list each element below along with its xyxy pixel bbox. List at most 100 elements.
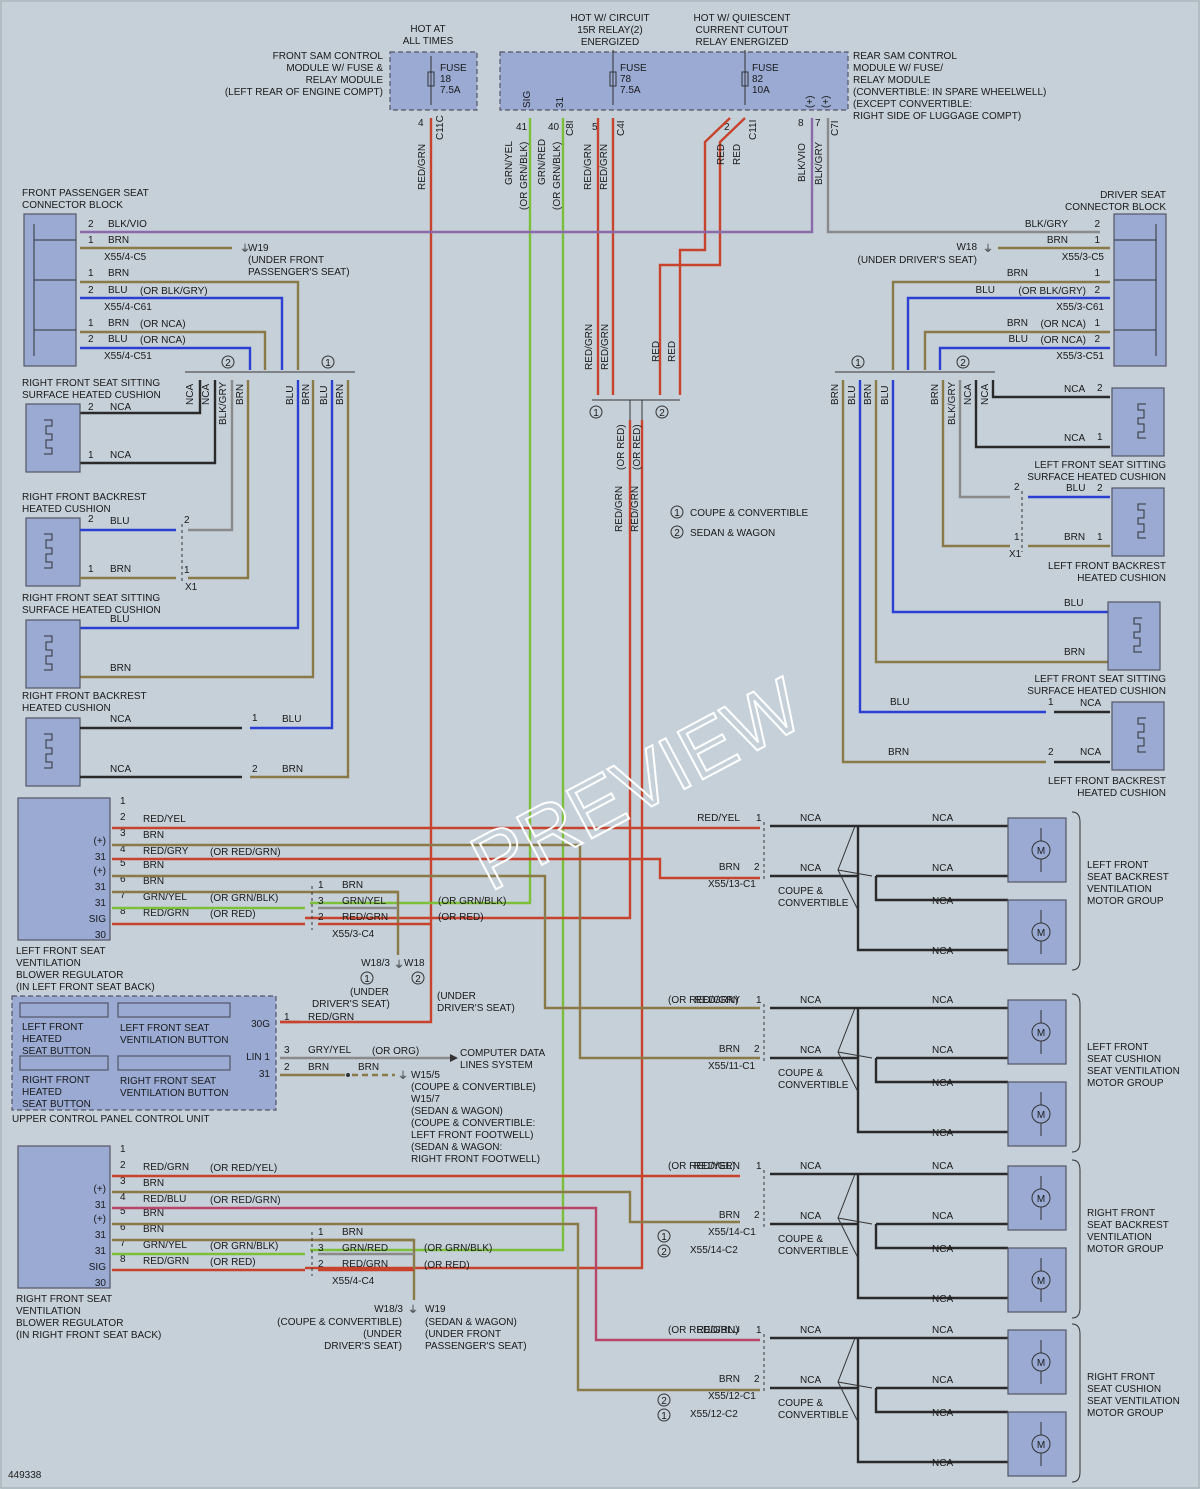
pin-function: (+) [94, 1184, 107, 1195]
svg-text:1: 1 [184, 565, 190, 576]
wire-nca: NCA [932, 995, 953, 1006]
svg-text:RED/GRN: RED/GRN [584, 324, 595, 370]
svg-text:2: 2 [252, 764, 258, 775]
svg-text:5: 5 [592, 122, 598, 133]
svg-text:2: 2 [415, 974, 421, 985]
svg-text:X55/4-C5: X55/4-C5 [104, 252, 147, 263]
svg-text:LINES SYSTEM: LINES SYSTEM [460, 1060, 533, 1071]
svg-text:BLU: BLU [108, 334, 127, 345]
motor-box [1007, 1081, 1067, 1147]
wire-nca: NCA [932, 1375, 953, 1386]
svg-text:2: 2 [1048, 747, 1054, 758]
motor-group-title: SEAT VENTILATION [1087, 1066, 1180, 1077]
svg-text:COUPE & CONVERTIBLE: COUPE & CONVERTIBLE [690, 508, 809, 519]
motor-group-title: SEAT BACKREST [1087, 872, 1169, 883]
wire-color: RED/GRN [143, 1256, 189, 1267]
motor-box [1007, 1165, 1067, 1231]
svg-text:(OR BLK/GRY): (OR BLK/GRY) [140, 286, 208, 297]
svg-text:LEFT FRONT FOOTWELL): LEFT FRONT FOOTWELL) [411, 1130, 533, 1141]
pin-number: 3 [120, 1176, 126, 1187]
wire-color: GRN/YEL [143, 892, 187, 903]
pin-number: 7 [120, 1238, 126, 1249]
svg-text:30G: 30G [251, 1019, 270, 1030]
svg-text:1: 1 [364, 974, 370, 985]
svg-text:(OR NCA): (OR NCA) [1040, 335, 1086, 346]
motor-box [1007, 999, 1067, 1065]
svg-text:BLU: BLU [110, 614, 129, 625]
svg-text:BLU: BLU [1066, 483, 1085, 494]
svg-text:RED/GRN: RED/GRN [614, 486, 625, 532]
svg-text:1: 1 [88, 564, 94, 575]
svg-text:15R RELAY(2): 15R RELAY(2) [577, 25, 642, 36]
svg-text:1: 1 [88, 318, 94, 329]
pin-number: 2 [754, 1044, 760, 1055]
svg-text:RIGHT FRONT SEAT SITTING: RIGHT FRONT SEAT SITTING [22, 378, 160, 389]
svg-text:1: 1 [284, 1012, 290, 1023]
svg-text:LEFT FRONT BACKREST: LEFT FRONT BACKREST [1048, 561, 1166, 572]
svg-text:(OR NCA): (OR NCA) [1040, 319, 1086, 330]
pin-function: 30 [95, 930, 107, 941]
svg-text:1: 1 [1014, 532, 1020, 543]
svg-text:BRN: BRN [301, 384, 312, 405]
pin-number: 3 [120, 828, 126, 839]
wire-nca: NCA [932, 1294, 953, 1305]
svg-text:FRONT SAM CONTROL: FRONT SAM CONTROL [273, 51, 384, 62]
motor-wire-alt: (OR RED/YEL) [668, 1161, 735, 1172]
svg-text:C8I: C8I [565, 120, 576, 136]
svg-text:8: 8 [798, 118, 804, 129]
svg-text:RED: RED [667, 341, 678, 362]
svg-text:BLK/GRY: BLK/GRY [814, 142, 825, 185]
svg-text:W19: W19 [425, 1304, 446, 1315]
svg-text:(OR GRN/BLK): (OR GRN/BLK) [438, 896, 506, 907]
motor-letter: M [1037, 1028, 1045, 1039]
pin-function: 31 [95, 1246, 107, 1257]
svg-text:RIGHT FRONT SEAT SITTING: RIGHT FRONT SEAT SITTING [22, 593, 160, 604]
svg-text:BRN: BRN [308, 1062, 329, 1073]
motor-group-title: SEAT VENTILATION [1087, 1396, 1180, 1407]
svg-text:HEATED: HEATED [22, 1087, 62, 1098]
svg-text:BLU: BLU [282, 714, 301, 725]
pin-number: 8 [120, 906, 126, 917]
svg-text:HEATED CUSHION: HEATED CUSHION [22, 703, 111, 714]
wire-nca: NCA [800, 1161, 821, 1172]
svg-text:GRN/RED: GRN/RED [537, 139, 548, 185]
svg-text:NCA: NCA [110, 450, 131, 461]
pin-number: 1 [756, 1161, 762, 1172]
motor-group-title: LEFT FRONT [1087, 860, 1148, 871]
svg-text:(COUPE & CONVERTIBLE): (COUPE & CONVERTIBLE) [277, 1317, 402, 1328]
svg-text:SEAT BUTTON: SEAT BUTTON [22, 1099, 91, 1110]
svg-text:BLU: BLU [108, 285, 127, 296]
svg-text:BLOWER REGULATOR: BLOWER REGULATOR [16, 970, 123, 981]
wire-nca: NCA [800, 1211, 821, 1222]
svg-text:BRN: BRN [342, 880, 363, 891]
svg-text:1: 1 [674, 508, 680, 519]
variant-note: COUPE & [778, 1068, 823, 1079]
motor-box [1007, 817, 1067, 883]
svg-text:BLK/GRY: BLK/GRY [947, 382, 958, 425]
svg-text:1: 1 [318, 880, 324, 891]
svg-text:BRN: BRN [235, 384, 246, 405]
pin-number: 5 [120, 858, 126, 869]
motor-wire-color: RED/BLU [697, 1325, 740, 1336]
connector-id: X55/13-C1 [708, 879, 756, 890]
pin-number: 7 [120, 890, 126, 901]
svg-text:LEFT FRONT SEAT: LEFT FRONT SEAT [16, 946, 105, 957]
svg-text:RELAY ENERGIZED: RELAY ENERGIZED [696, 37, 789, 48]
motor-wire-color: RED/GRN [694, 1161, 740, 1172]
svg-text:2: 2 [88, 514, 94, 525]
svg-text:NCA: NCA [1080, 747, 1101, 758]
svg-text:SURFACE HEATED CUSHION: SURFACE HEATED CUSHION [1027, 686, 1166, 697]
pin-function: (+) [94, 836, 107, 847]
motor-letter: M [1037, 1110, 1045, 1121]
svg-text:UPPER CONTROL PANEL CONTROL UN: UPPER CONTROL PANEL CONTROL UNIT [12, 1114, 210, 1125]
svg-text:1: 1 [252, 713, 258, 724]
svg-text:COMPUTER DATA: COMPUTER DATA [460, 1048, 546, 1059]
connector-id: X55/12-C2 [690, 1409, 738, 1420]
svg-text:X55/4-C61: X55/4-C61 [104, 302, 152, 313]
svg-text:(OR RED): (OR RED) [424, 1260, 470, 1271]
wire-nca: NCA [932, 1211, 953, 1222]
motor-wire-alt: (OR RED/GRN) [668, 1325, 739, 1336]
svg-text:W15/5: W15/5 [411, 1070, 440, 1081]
svg-text:2: 2 [88, 402, 94, 413]
